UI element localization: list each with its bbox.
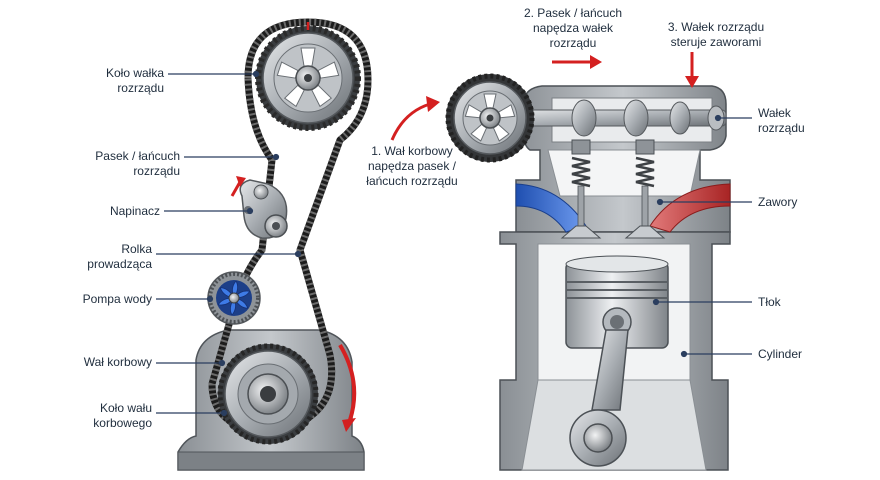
piston: [565, 255, 669, 349]
label-line: Koło wałka: [105, 66, 164, 80]
label-line: Koło wału: [99, 401, 152, 415]
exhaust-valve: [624, 139, 666, 239]
label-line: prowadząca: [87, 257, 152, 271]
label-line: 1. Wał korbowy: [371, 144, 453, 158]
label-line: napędza pasek /: [367, 159, 457, 173]
left-leader-lines: [156, 70, 302, 417]
exhaust-port: [649, 183, 731, 233]
connecting-rod: [569, 329, 629, 467]
label-line: rozrządu: [549, 36, 597, 50]
intake-valve: [560, 139, 602, 239]
label-line: Pompa wody: [82, 292, 152, 306]
label-piston: Tłok: [758, 295, 838, 310]
label-line: Zawory: [758, 195, 798, 209]
label-line: rozrządu: [758, 121, 805, 135]
water-pump: [207, 271, 261, 325]
rotation-arrow: [338, 343, 357, 432]
label-line: Wałek: [758, 106, 791, 120]
crankshaft-pulley: [217, 343, 319, 445]
label-line: Napinacz: [109, 204, 160, 218]
label-line: Wał korbowy: [83, 355, 152, 369]
camshaft-sprocket: [445, 73, 535, 163]
top-red-arrows: [552, 52, 699, 88]
camshaft: [499, 99, 727, 137]
label-line: 3. Wałek rozrządu: [667, 20, 765, 34]
tensioner-arrow: [230, 176, 246, 197]
label-crankshaft: Wał korbowy: [70, 355, 152, 370]
label-line: napędza wałek: [532, 21, 614, 35]
label-line: Rolka: [121, 242, 152, 256]
label-line: steruje zaworami: [670, 35, 762, 49]
tensioner: [239, 179, 288, 239]
label-line: Pasek / łańcuch: [95, 149, 180, 163]
valves: [560, 139, 666, 239]
label-line: łańcuch rozrządu: [366, 174, 458, 188]
label-valves: Zawory: [758, 195, 838, 210]
label-line: Tłok: [758, 295, 781, 309]
label-cylinder: Cylinder: [758, 347, 838, 362]
label-water-pump: Pompa wody: [70, 292, 152, 307]
camshaft-pulley: [255, 22, 361, 131]
right-leader-lines: [652, 114, 752, 358]
label-line: rozrządu: [133, 164, 180, 178]
label-line: Cylinder: [758, 347, 803, 361]
label-tensioner: Napinacz: [86, 204, 160, 219]
label-line: 2. Pasek / łańcuch: [523, 6, 623, 20]
label-line: rozrządu: [117, 81, 164, 95]
label-line: korbowego: [93, 416, 152, 430]
connector-arrow: [390, 96, 440, 141]
